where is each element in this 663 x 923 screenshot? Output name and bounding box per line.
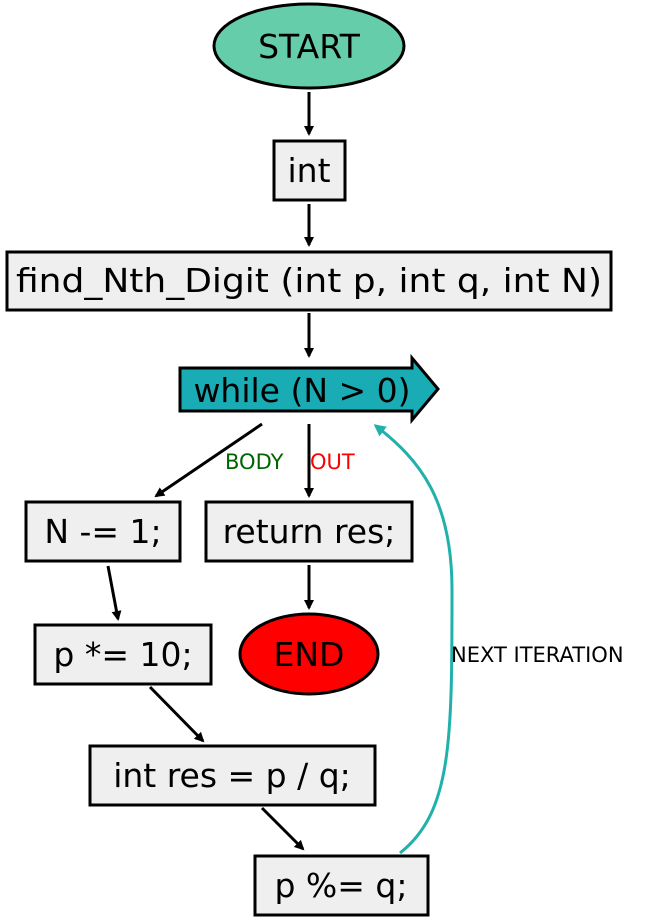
- edges: [106, 92, 454, 855]
- multiply-label: p *= 10;: [53, 635, 192, 674]
- compute-res-node: int res = p / q;: [88, 744, 377, 807]
- decrement-node: N -= 1;: [24, 500, 182, 563]
- start-node: START: [212, 2, 406, 90]
- multiply-node: p *= 10;: [33, 623, 213, 686]
- signature-node: find_Nth_Digit (int p, int q, int N): [5, 250, 613, 312]
- modulo-node: p %= q;: [253, 854, 430, 917]
- decrement-label: N -= 1;: [44, 512, 161, 551]
- return-type-label: int: [287, 151, 330, 190]
- edge-res-to-modulo: [260, 806, 305, 851]
- edge-label-next-iteration: NEXT ITERATION: [451, 643, 624, 667]
- edge-decrement-to-multiply: [106, 565, 122, 621]
- end-node: END: [238, 612, 380, 696]
- edge-label-out: OUT: [310, 450, 355, 474]
- return-label: return res;: [223, 512, 396, 551]
- edge-loop-body: [154, 422, 263, 498]
- edge-multiply-to-res: [148, 685, 205, 743]
- edge-label-body: BODY: [225, 450, 284, 474]
- loop-label: while (N > 0): [193, 371, 410, 410]
- return-node: return res;: [204, 500, 414, 563]
- compute-res-label: int res = p / q;: [113, 756, 351, 795]
- signature-label: find_Nth_Digit (int p, int q, int N): [16, 261, 602, 300]
- return-type-node: int: [272, 139, 347, 202]
- loop-node: while (N > 0): [178, 353, 440, 425]
- modulo-label: p %= q;: [275, 866, 408, 905]
- start-label: START: [258, 27, 361, 66]
- end-label: END: [274, 635, 345, 674]
- edge-next-iteration: [373, 424, 454, 855]
